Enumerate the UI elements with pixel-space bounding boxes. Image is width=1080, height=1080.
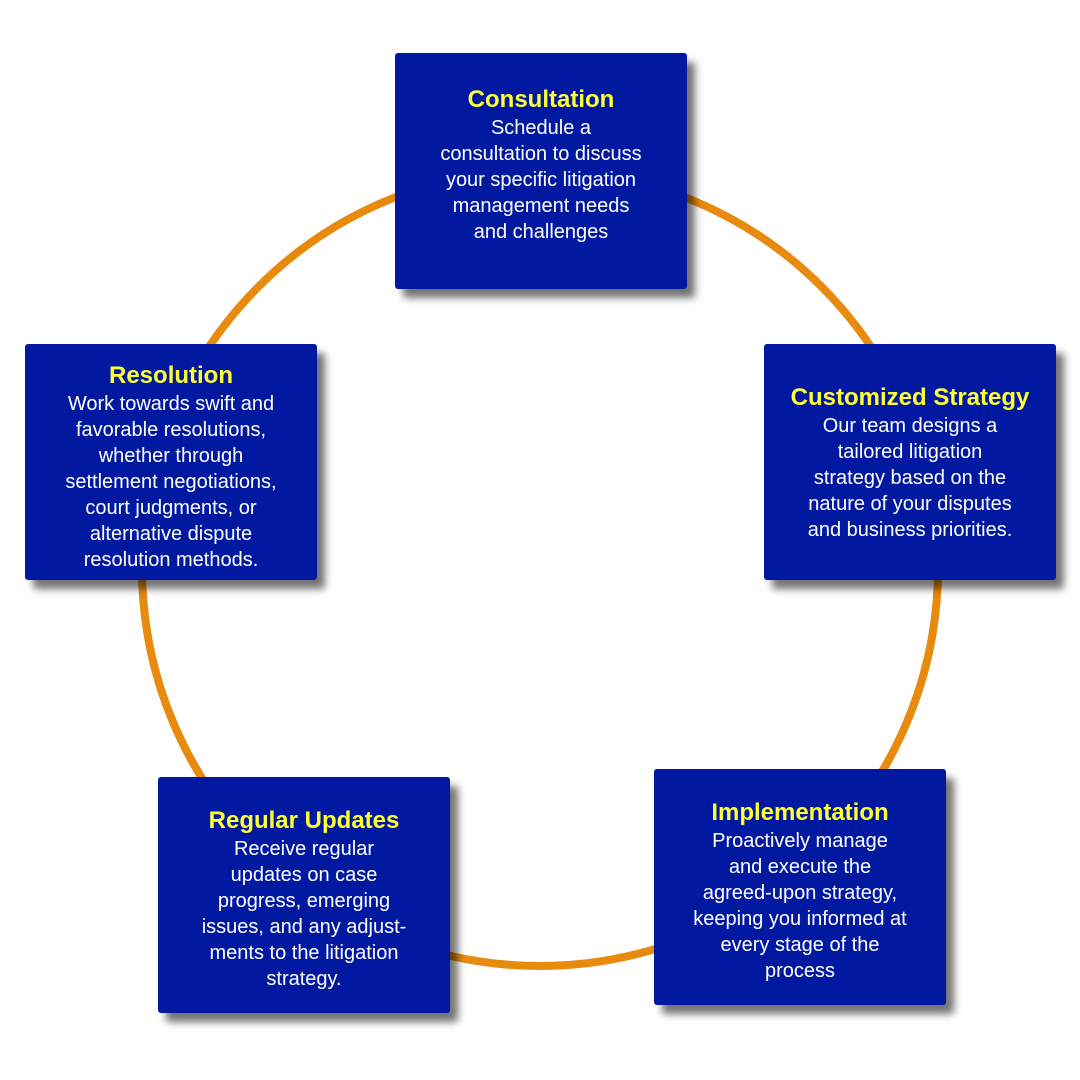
step-resolution-title: Resolution [109, 362, 233, 389]
step-resolution-body: Work towards swift and favorable resolut… [65, 393, 277, 571]
step-regular-updates-title: Regular Updates [208, 807, 400, 834]
step-consultation-body: Schedule a consultation to discuss your … [440, 117, 642, 243]
step-customized-strategy: Customized Strategy Our team designs a t… [764, 344, 1056, 580]
step-consultation: Consultation Schedule a consultation to … [395, 53, 687, 289]
step-implementation-body: Proactively manage and execute the agree… [693, 830, 907, 982]
step-customized-strategy-body: Our team designs a tailored litigation s… [807, 415, 1013, 541]
step-resolution: Resolution Work towards swift and favora… [25, 344, 317, 580]
step-regular-updates: Regular Updates Receive regular updates … [158, 777, 450, 1013]
step-implementation-title: Implementation [711, 799, 889, 826]
step-regular-updates-body: Receive regular updates on case progress… [201, 838, 407, 990]
step-customized-strategy-title: Customized Strategy [790, 384, 1030, 411]
step-implementation: Implementation Proactively manage and ex… [654, 769, 946, 1005]
step-consultation-title: Consultation [467, 86, 615, 113]
